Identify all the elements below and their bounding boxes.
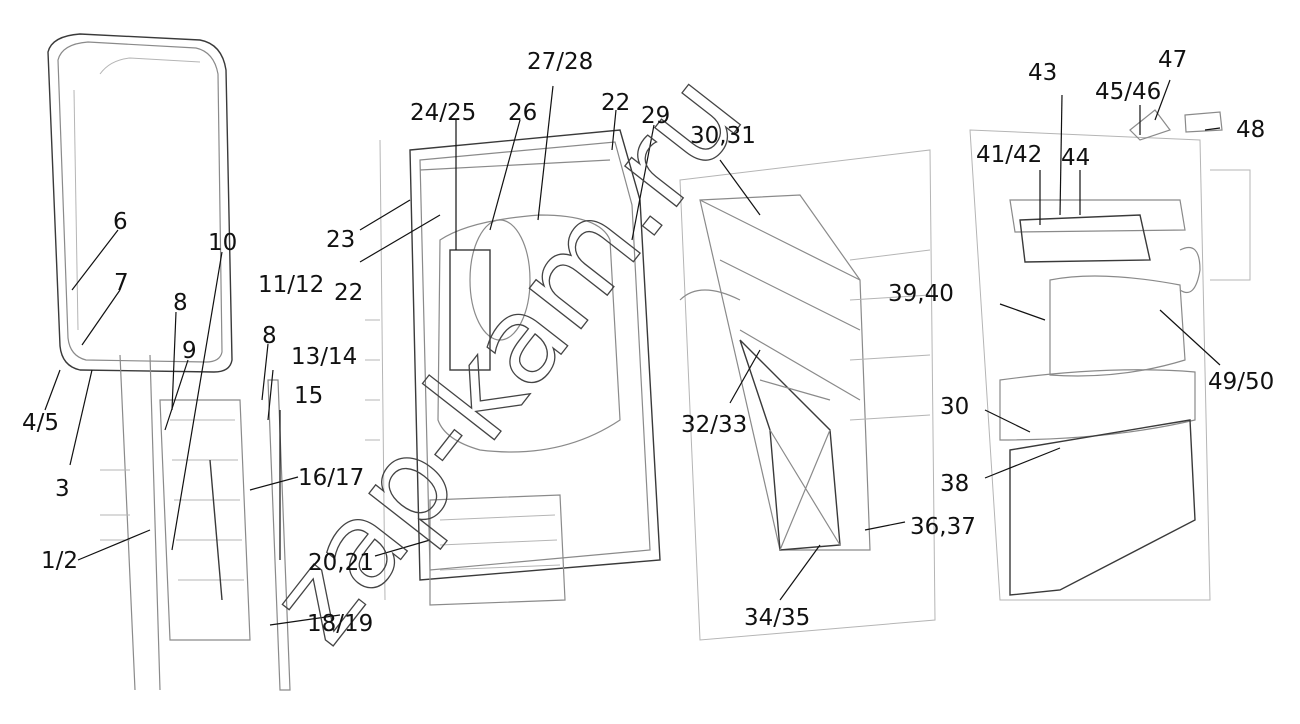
callout-34-35: 34/35	[744, 605, 810, 631]
callout-3: 3	[55, 476, 70, 502]
callout-47: 47	[1158, 47, 1187, 73]
callout-29: 29	[641, 103, 670, 129]
callout-41-42: 41/42	[976, 142, 1042, 168]
door-frame	[679, 149, 936, 641]
callout-7: 7	[114, 270, 129, 296]
callout-22-left: 22	[334, 280, 363, 306]
callout-22-top: 22	[601, 90, 630, 116]
callout-44: 44	[1061, 145, 1090, 171]
callout-45-46: 45/46	[1095, 79, 1161, 105]
callout-39-40: 39,40	[888, 281, 954, 307]
door-trim	[969, 109, 1251, 601]
leader-lines	[44, 79, 1221, 626]
callout-36-37: 36,37	[910, 514, 976, 540]
callout-10: 10	[208, 230, 237, 256]
callout-4-5: 4/5	[22, 410, 59, 436]
callout-32-33: 32/33	[681, 412, 747, 438]
callout-6: 6	[113, 209, 128, 235]
callout-20-21: 20,21	[308, 550, 374, 576]
callout-27-28: 27/28	[527, 49, 593, 75]
callout-16-17: 16/17	[298, 465, 364, 491]
callout-23: 23	[326, 227, 355, 253]
callout-49-50: 49/50	[1208, 369, 1274, 395]
callout-15: 15	[294, 383, 323, 409]
callout-9: 9	[182, 338, 197, 364]
callout-1-2: 1/2	[41, 548, 78, 574]
callout-11-12: 11/12	[258, 272, 324, 298]
callout-24-25: 24/25	[410, 100, 476, 126]
callouts: 6 7 4/5 3 10 8 9 11/12 8 13/14 15 16/17 …	[22, 47, 1274, 637]
callout-43: 43	[1028, 60, 1057, 86]
callout-8-right: 8	[262, 323, 277, 349]
callout-38: 38	[940, 471, 969, 497]
door-panel	[365, 129, 661, 606]
callout-26: 26	[508, 100, 537, 126]
callout-30-31: 30,31	[690, 123, 756, 149]
callout-13-14: 13/14	[291, 344, 357, 370]
callout-18-19: 18/19	[307, 611, 373, 637]
mirror-assembly	[47, 33, 233, 373]
callout-8-left: 8	[173, 290, 188, 316]
callout-48: 48	[1236, 117, 1265, 143]
mirror-bracket	[100, 354, 291, 691]
callout-30-right: 30	[940, 394, 969, 420]
